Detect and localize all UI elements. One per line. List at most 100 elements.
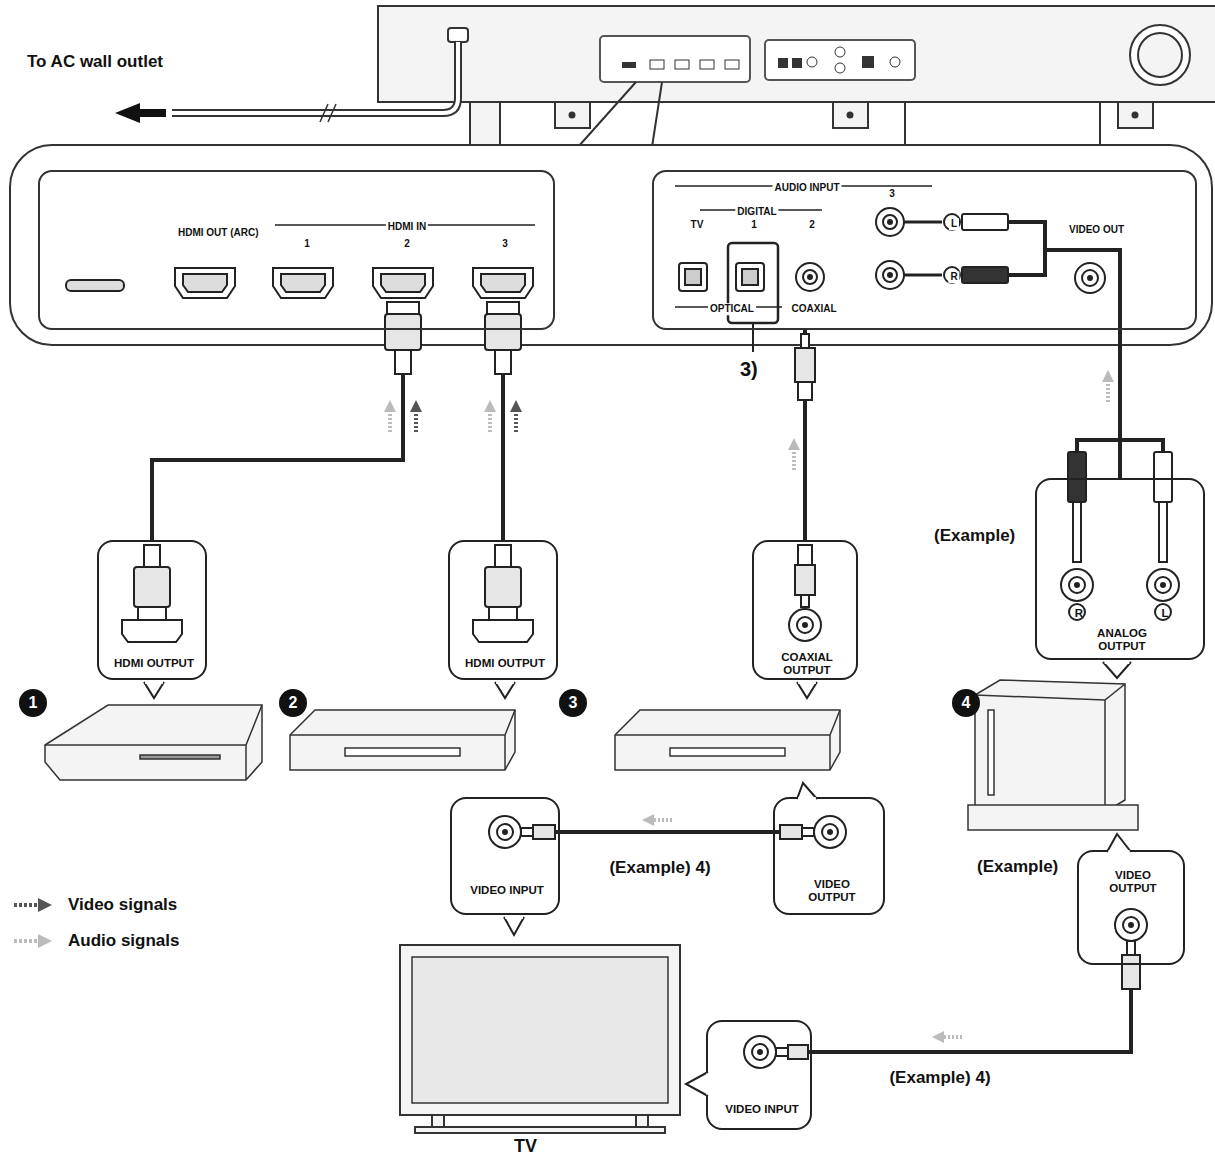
power-cord xyxy=(172,42,458,113)
bubble-connectors xyxy=(1155,577,1171,593)
audio-ports xyxy=(803,270,817,284)
tv xyxy=(432,1115,444,1127)
port-label: HDMI OUTPUT xyxy=(114,657,194,670)
cable-note: (Example) 4) xyxy=(607,858,712,878)
hdmi-ports xyxy=(481,274,525,292)
signal-arrows xyxy=(414,410,418,432)
port-label: R xyxy=(948,271,959,283)
port-label: COAXIAL xyxy=(790,303,839,315)
cable-plugs xyxy=(387,302,419,314)
legend-arrow xyxy=(14,934,52,948)
soundbar xyxy=(778,58,788,68)
legend-arrow xyxy=(38,898,52,912)
callout-tail xyxy=(1107,834,1131,852)
signal-arrows xyxy=(410,400,422,412)
bubble-connectors xyxy=(814,816,846,848)
hdmi-output-callout: HDMI OUTPUT xyxy=(97,540,207,680)
soundbar xyxy=(725,60,739,69)
callout-tail xyxy=(1103,662,1131,678)
bubble-connectors xyxy=(788,1045,808,1059)
hdmi-ports xyxy=(66,225,535,298)
power-cord xyxy=(115,103,166,123)
bubble-connectors xyxy=(122,545,1179,1068)
devices xyxy=(45,705,262,780)
audio-ports xyxy=(883,268,897,282)
signal-arrows xyxy=(384,400,396,412)
callout-tail xyxy=(686,1072,708,1096)
device-number: 1 xyxy=(19,689,47,717)
port-label: 3 xyxy=(887,188,897,200)
cable-plugs xyxy=(798,382,812,400)
signal-arrows xyxy=(514,410,518,432)
hdmi-ports xyxy=(381,274,425,292)
callout-tail xyxy=(797,682,817,698)
callout-tail xyxy=(1103,662,1131,678)
bubble-connectors xyxy=(1061,569,1093,601)
audio-ports xyxy=(752,323,754,352)
port-label: VIDEO INPUT xyxy=(467,884,547,897)
callout-tail xyxy=(504,917,524,935)
devices xyxy=(988,710,994,795)
devices xyxy=(345,748,460,756)
cable-plugs xyxy=(385,214,1172,989)
port-label: 3 xyxy=(500,238,510,250)
devices xyxy=(290,710,515,770)
bubble-connectors xyxy=(758,1050,762,1054)
hdmi-ports xyxy=(373,268,433,298)
tv xyxy=(415,1127,665,1133)
callout-tail xyxy=(144,682,164,698)
soundbar xyxy=(862,56,874,68)
bubble-connectors xyxy=(744,1036,776,1068)
cable-plugs xyxy=(1068,452,1086,502)
bubble-connectors xyxy=(1129,923,1133,927)
cable-plugs xyxy=(487,302,519,314)
bubble-connectors xyxy=(780,825,802,839)
bubble-connectors xyxy=(1069,604,1085,620)
bubble-connectors xyxy=(521,828,533,836)
soundbar xyxy=(470,102,500,147)
signal-arrows xyxy=(388,410,392,432)
signal-arrows xyxy=(484,400,496,412)
audio-ports xyxy=(876,261,904,289)
audio-ports xyxy=(742,269,758,285)
soundbar xyxy=(378,6,1215,102)
devices xyxy=(290,710,515,770)
bubble-connectors xyxy=(489,816,521,848)
port-label: OPTICAL xyxy=(708,303,756,315)
bubble-connectors xyxy=(489,607,517,621)
soundbar xyxy=(600,36,750,82)
port-label: VIDEO OUTPUT xyxy=(1091,869,1175,895)
port-label: DIGITAL xyxy=(735,206,778,218)
hdmi-panel: HDMI OUT (ARC)HDMI IN123 xyxy=(38,170,555,330)
callout-number: 2 xyxy=(289,694,298,712)
devices xyxy=(45,705,262,780)
bubble-connectors xyxy=(797,617,813,633)
device-number: 3 xyxy=(559,689,587,717)
soundbar xyxy=(807,57,817,67)
callout-tail xyxy=(145,680,163,684)
signal-arrows xyxy=(652,818,672,822)
signal-arrows xyxy=(384,370,1114,1043)
hdmi-ports xyxy=(175,268,235,298)
legend-arrow xyxy=(14,939,40,943)
port-label: VIDEO OUTPUT xyxy=(790,878,874,904)
port-label: HDMI OUT (ARC) xyxy=(176,227,242,239)
signal-arrows xyxy=(1102,370,1114,382)
callout-tail xyxy=(797,783,817,799)
cable-plugs xyxy=(904,274,942,277)
power-cord xyxy=(172,42,458,113)
legend-arrow xyxy=(14,903,40,907)
audio-ports xyxy=(796,263,824,291)
device-number: 4 xyxy=(952,689,980,717)
soundbar xyxy=(835,47,845,57)
bubble-connectors xyxy=(122,620,182,642)
cable-plugs xyxy=(1154,452,1172,502)
devices xyxy=(975,684,1125,812)
soundbar xyxy=(378,6,1215,147)
callout-number: 3) xyxy=(738,358,760,381)
bubble-connectors xyxy=(798,545,812,565)
bubble-connectors xyxy=(495,545,511,567)
bubble-connectors xyxy=(144,545,160,567)
bubble-connectors xyxy=(795,565,815,595)
